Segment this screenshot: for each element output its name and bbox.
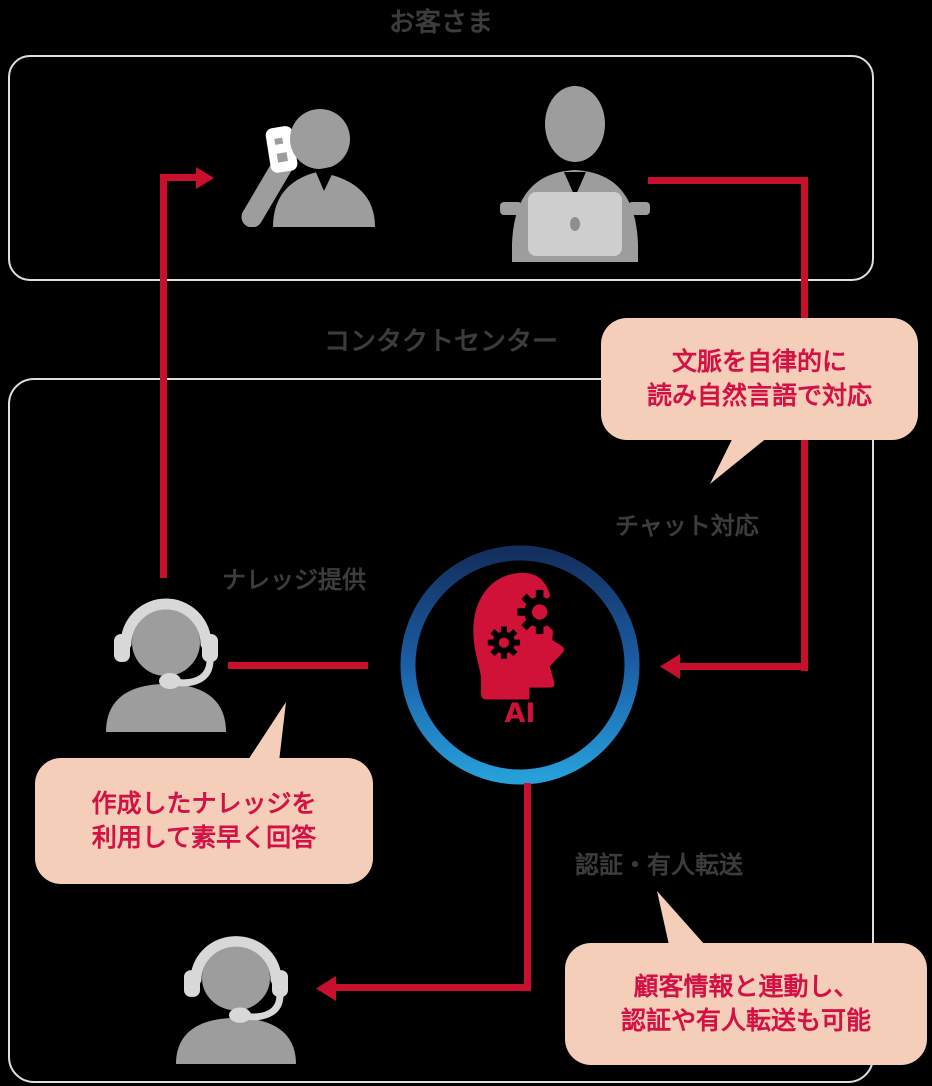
customers-box <box>8 55 874 281</box>
flow-label-auth-transfer: 認証・有人転送 <box>575 851 743 879</box>
contact-center-box <box>8 378 874 1083</box>
callout-knowledge-line2: 利用して素早く回答 <box>91 823 317 852</box>
arrow-chat-bottom-segment <box>678 663 808 670</box>
flow-label-chat: チャット対応 <box>615 512 759 540</box>
callout-knowledge-line1: 作成したナレッジを <box>91 789 317 818</box>
callout-context-bubble: 文脈を自律的に 読み自然言語で対応 <box>601 318 918 440</box>
arrow-auth-vertical-segment <box>524 783 531 991</box>
flow-label-knowledge: ナレッジ提供 <box>222 566 366 594</box>
ai-label: AI <box>504 698 536 729</box>
connector-ai-operator-segment <box>228 662 368 669</box>
arrow-chat-top-segment <box>648 177 808 184</box>
arrow-knowledge-to-customer-vertical-segment <box>160 174 167 578</box>
callout-context-line2: 読み自然言語で対応 <box>646 381 872 410</box>
callout-knowledge-bubble: 作成したナレッジを 利用して素早く回答 <box>35 758 373 884</box>
callout-auth-line1: 顧客情報と連動し、 <box>633 972 859 1001</box>
callout-auth-line2: 認証や有人転送も可能 <box>620 1006 871 1035</box>
callout-context-line1: 文脈を自律的に <box>671 347 847 376</box>
customer-laptop-icon <box>500 84 650 262</box>
operator-headset-icon <box>100 588 232 732</box>
ai-brain-icon <box>400 545 640 785</box>
operator-headset-icon <box>170 926 302 1064</box>
arrow-auth-horizontal-segment <box>334 984 528 991</box>
customer-phone-icon <box>235 105 375 228</box>
arrow-knowledge-to-customer-horizontal-segment <box>160 174 200 181</box>
customers-section-title: お客さま <box>388 8 493 38</box>
callout-auth-bubble: 顧客情報と連動し、 認証や有人転送も可能 <box>565 943 927 1065</box>
contact-center-section-title: コンタクトセンター <box>323 327 558 357</box>
